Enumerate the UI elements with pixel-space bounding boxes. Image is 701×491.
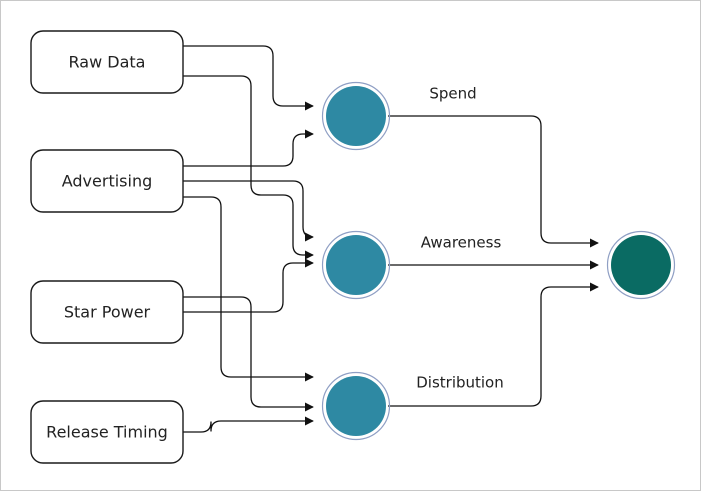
edge-distribution-to-outcome	[388, 282, 599, 407]
edge-advertising-to-distribution	[183, 196, 314, 382]
node-circle-spend[interactable]	[321, 81, 391, 151]
edge-star-power-to-awareness	[183, 258, 314, 313]
node-box-star-power[interactable]: Star Power	[30, 280, 184, 344]
edge-label-awareness: Awareness	[421, 234, 502, 252]
node-box-shape	[30, 280, 184, 344]
node-ring	[321, 371, 391, 441]
node-circle-distribution[interactable]	[321, 371, 391, 441]
node-core	[326, 86, 386, 146]
node-box-label: Raw Data	[69, 53, 146, 72]
node-box-label: Star Power	[64, 303, 151, 322]
node-box-shape	[30, 30, 184, 94]
node-box-raw-data[interactable]: Raw Data	[30, 30, 184, 94]
node-ring	[606, 230, 676, 300]
node-box-release-timing[interactable]: Release Timing	[30, 400, 184, 464]
node-ring	[321, 230, 391, 300]
outcome-node-layer	[606, 230, 676, 300]
node-box-shape	[30, 400, 184, 464]
edges-layer	[183, 45, 599, 433]
edge-raw-data-to-spend	[183, 45, 314, 111]
mediator-nodes-layer	[321, 81, 391, 441]
node-circle-awareness[interactable]	[321, 230, 391, 300]
node-core	[326, 376, 386, 436]
edge-advertising-to-awareness	[183, 180, 314, 242]
node-core	[326, 235, 386, 295]
edge-raw-data-to-awareness	[183, 75, 314, 260]
node-box-shape	[30, 149, 184, 213]
edge-release-timing-to-distribution	[183, 416, 314, 433]
node-box-advertising[interactable]: Advertising	[30, 149, 184, 213]
edge-label-distribution: Distribution	[416, 374, 504, 392]
node-box-label: Advertising	[62, 172, 153, 191]
node-circle-outcome[interactable]	[606, 230, 676, 300]
edge-star-power-to-distribution	[183, 296, 314, 412]
node-core	[611, 235, 671, 295]
edge-spend-to-outcome	[388, 115, 599, 248]
node-box-label: Release Timing	[46, 423, 168, 442]
node-ring	[321, 81, 391, 151]
edge-advertising-to-spend	[183, 129, 314, 167]
edge-label-spend: Spend	[429, 85, 476, 103]
